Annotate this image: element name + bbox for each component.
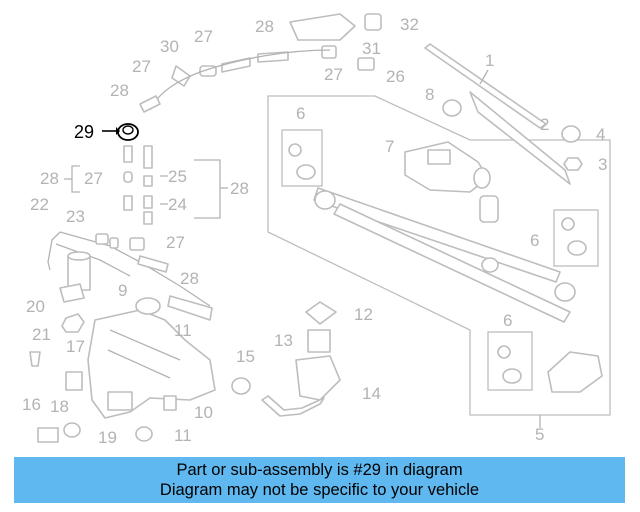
svg-text:27: 27 [324, 65, 343, 84]
svg-text:4: 4 [596, 125, 605, 144]
svg-text:21: 21 [32, 325, 51, 344]
svg-text:26: 26 [386, 67, 405, 86]
info-banner: Part or sub-assembly is #29 in diagram D… [14, 457, 625, 503]
svg-text:23: 23 [66, 207, 85, 226]
svg-text:5: 5 [535, 425, 544, 444]
callout-29: 29 [74, 122, 94, 142]
wiper-linkage [313, 187, 576, 323]
banner-line-2: Diagram may not be specific to your vehi… [159, 481, 480, 499]
nut-8 [442, 99, 462, 117]
svg-text:9: 9 [118, 281, 127, 300]
svg-text:31: 31 [362, 39, 381, 58]
hose-joint-31 [289, 13, 356, 41]
svg-text:2: 2 [540, 115, 549, 134]
nut-3 [563, 157, 583, 171]
svg-text:18: 18 [50, 397, 69, 416]
svg-text:28: 28 [255, 17, 274, 36]
wiper-blade-part [424, 43, 571, 185]
svg-text:20: 20 [26, 297, 45, 316]
svg-text:27: 27 [194, 27, 213, 46]
svg-text:27: 27 [166, 233, 185, 252]
svg-text:24: 24 [168, 195, 187, 214]
svg-text:7: 7 [385, 137, 394, 156]
svg-text:25: 25 [168, 167, 187, 186]
cap-4 [561, 125, 581, 143]
svg-text:28: 28 [110, 81, 129, 100]
svg-text:27: 27 [132, 57, 151, 76]
part-29-grommet [117, 123, 139, 141]
svg-text:30: 30 [160, 37, 179, 56]
washer-reservoir [87, 297, 216, 419]
svg-text:28: 28 [230, 179, 249, 198]
svg-text:6: 6 [296, 104, 305, 123]
svg-text:28: 28 [180, 269, 199, 288]
svg-text:16: 16 [22, 395, 41, 414]
svg-text:15: 15 [236, 347, 255, 366]
svg-text:14: 14 [362, 384, 381, 403]
svg-text:27: 27 [84, 169, 103, 188]
svg-text:6: 6 [503, 311, 512, 330]
banner-line-1: Part or sub-assembly is #29 in diagram [176, 461, 463, 479]
svg-text:13: 13 [274, 331, 293, 350]
svg-text:1: 1 [485, 51, 494, 70]
svg-text:8: 8 [425, 85, 434, 104]
wiper-motor [404, 141, 491, 193]
svg-text:17: 17 [66, 337, 85, 356]
bracket [547, 351, 603, 393]
svg-text:10: 10 [194, 403, 213, 422]
svg-text:32: 32 [400, 15, 419, 34]
svg-text:11: 11 [174, 321, 192, 340]
svg-text:12: 12 [354, 305, 373, 324]
svg-text:3: 3 [598, 155, 607, 174]
linkage-assembly-outline [267, 95, 611, 416]
svg-text:22: 22 [30, 195, 49, 214]
svg-text:6: 6 [530, 231, 539, 250]
svg-text:19: 19 [98, 428, 117, 447]
svg-text:28: 28 [40, 169, 59, 188]
svg-text:11: 11 [174, 426, 192, 445]
